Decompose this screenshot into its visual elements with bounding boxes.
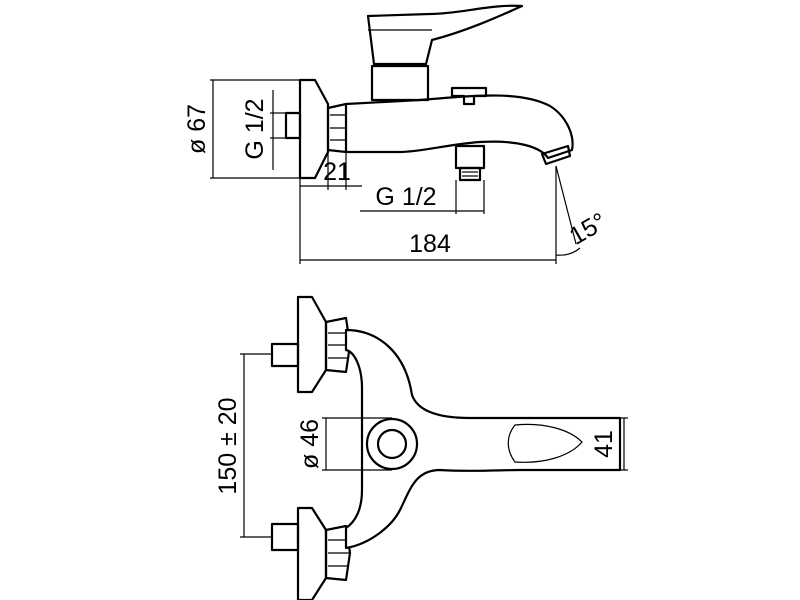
spout-highlight	[507, 423, 583, 463]
cartridge-ring-outer	[365, 417, 419, 471]
dim-diameter-body: ø 46	[296, 419, 324, 469]
side-view: ø 67 G 1/2 21 G 1/2 184 15°	[183, 4, 612, 264]
hex-nut-upper	[324, 316, 352, 374]
mixer-body	[344, 94, 574, 160]
dim-center-distance: 150 ± 20	[214, 397, 242, 494]
top-view: 150 ± 20 ø 46 41	[214, 295, 628, 600]
mixer-body-top	[344, 328, 622, 550]
outlet-connector	[454, 144, 486, 170]
aerator	[540, 144, 572, 166]
dim-diameter-flange: ø 67	[183, 104, 211, 154]
inlet-stub	[284, 111, 302, 140]
cartridge	[370, 64, 430, 102]
diverter-knob	[450, 86, 488, 106]
top-flange-lower	[296, 506, 328, 600]
dim-spout-width: 41	[590, 430, 618, 458]
cartridge-ring-inner	[376, 428, 408, 460]
hex-nut-lower	[324, 524, 352, 582]
lever-handle	[366, 4, 524, 66]
dim-thread-inlet: G 1/2	[241, 98, 269, 159]
dim-thread-outlet: G 1/2	[375, 183, 436, 211]
inlet-stub-lower	[270, 522, 300, 552]
dim-total-length: 184	[409, 230, 451, 258]
inlet-stub-upper	[270, 342, 300, 368]
dim-spout-angle: 15°	[565, 207, 612, 250]
top-flange-upper	[296, 295, 328, 394]
dim-nut-depth: 21	[323, 158, 351, 186]
